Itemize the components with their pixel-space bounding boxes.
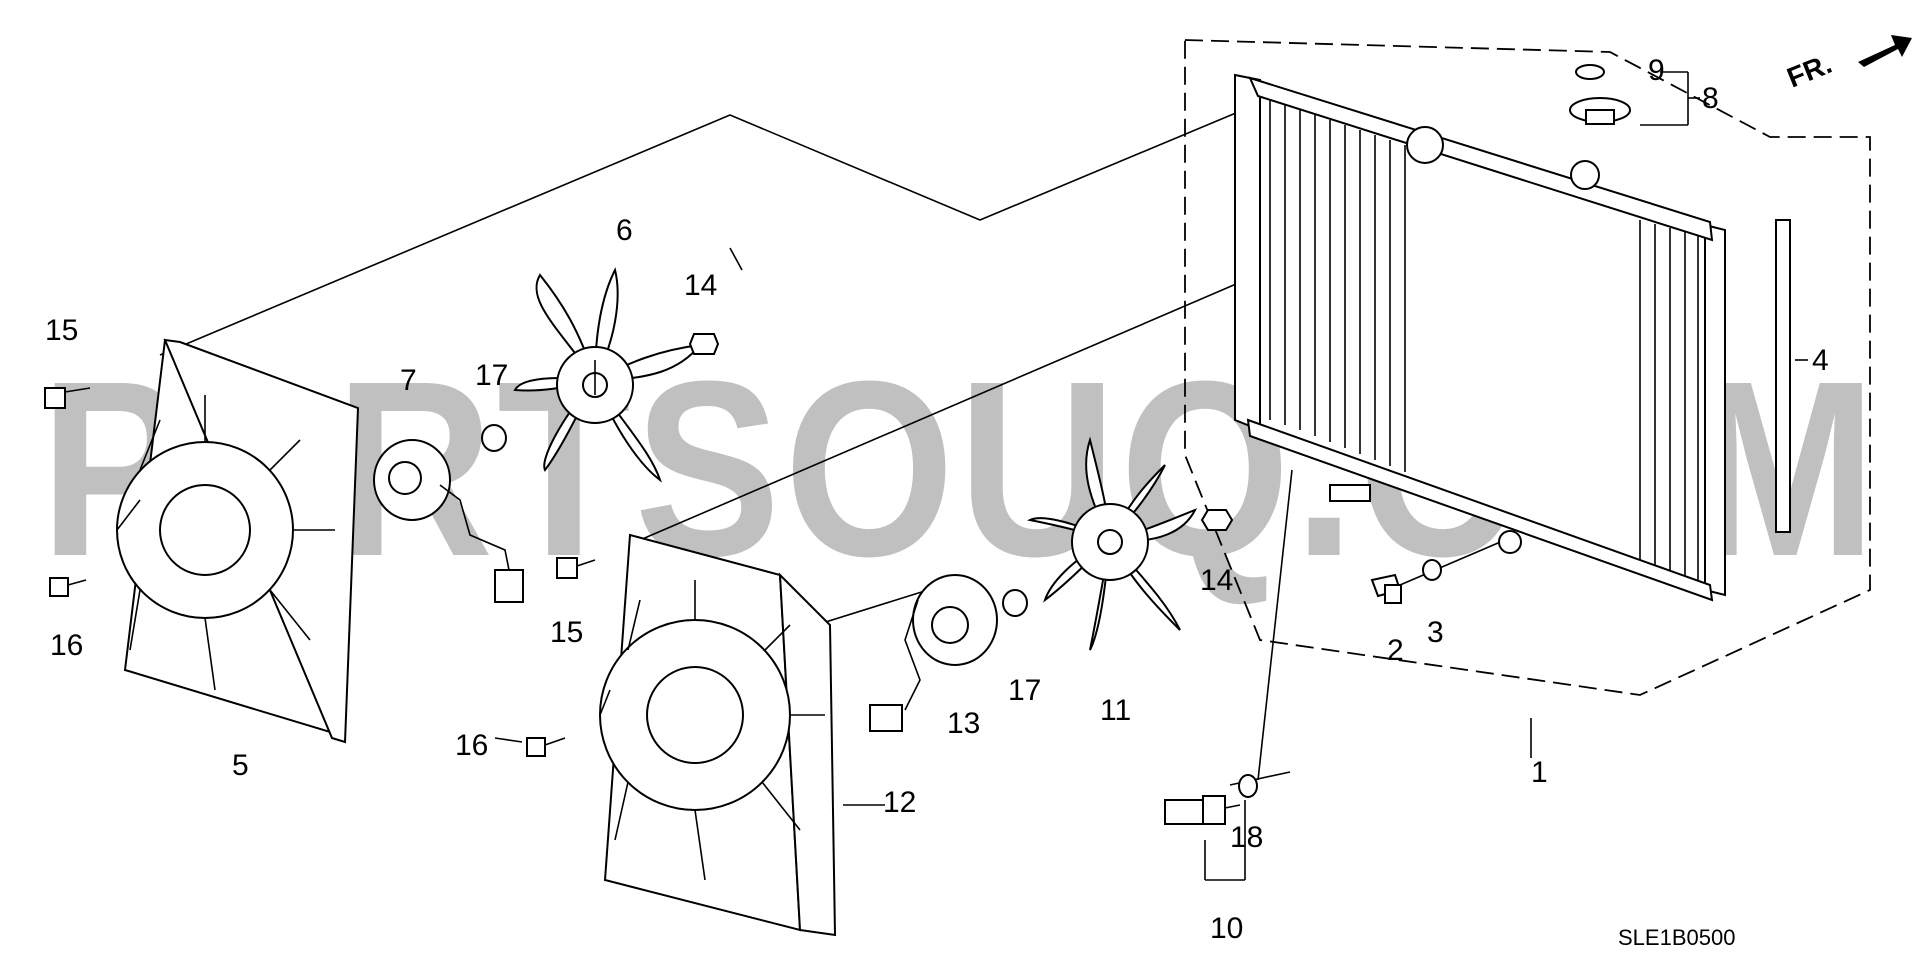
callout-15-left: 15 [45,314,78,347]
callout-7: 7 [400,364,417,397]
center-bolt [556,557,596,579]
lower-fan-motor [869,574,998,732]
radiator-cap [1569,64,1631,125]
callout-3: 3 [1427,616,1444,649]
callout-15-center: 15 [550,616,583,649]
front-direction-indicator: FR. [1783,35,1912,94]
upper-fan [513,267,703,483]
callout-18: 18 [1230,821,1263,854]
callout-10: 10 [1210,912,1243,945]
callout-17-lower: 17 [1008,674,1041,707]
callout-11: 11 [1100,694,1131,727]
callout-16-left: 16 [50,629,83,662]
lower-fan-spacer [1002,589,1028,617]
upper-fan-spacer [481,424,507,452]
temperature-switch [1164,795,1241,825]
callout-16-center: 16 [455,729,488,762]
callout-8: 8 [1702,82,1719,115]
callout-14-lower: 14 [1200,564,1233,597]
front-arrow-icon [1858,35,1912,67]
callout-4: 4 [1812,344,1829,377]
callout-1: 1 [1531,756,1548,789]
lower-fan [1026,436,1198,651]
diagram-code: SLE1B0500 [1618,925,1735,950]
upper-fan-nut [688,333,720,355]
upper-left-bolt [44,387,91,409]
callout-leaders [494,71,1808,881]
callout-9: 9 [1648,54,1665,87]
front-label: FR. [1783,48,1836,94]
callout-12: 12 [883,786,916,819]
callout-13: 13 [947,707,980,740]
upper-fan-motor [373,439,524,603]
left-fan-shroud [116,338,360,744]
drain-plug [1370,573,1402,604]
radiator [1234,73,1726,602]
lower-left-bolt [49,577,87,597]
callout-6: 6 [616,214,633,247]
lower-fan-nut [1200,509,1234,531]
callout-17-upper: 17 [475,359,508,392]
callout-2: 2 [1387,634,1404,667]
callout-numbers: 1 2 3 4 5 6 7 8 9 10 11 12 13 14 14 15 1… [45,54,1829,945]
lower-center-bolt [526,737,566,757]
callout-14-upper: 14 [684,269,717,302]
drain-washer [1422,559,1442,581]
switch-o-ring [1238,774,1258,798]
callout-5: 5 [232,749,249,782]
radiator-seal [1775,219,1791,533]
lower-fan-shroud [599,533,837,937]
